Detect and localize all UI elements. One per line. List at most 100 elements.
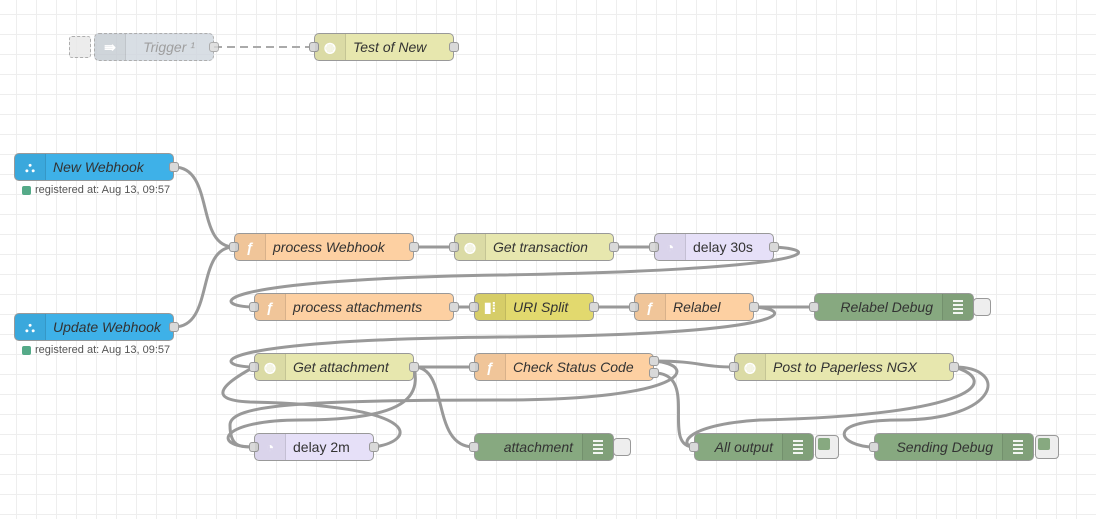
process-attachments-node[interactable]: ƒ process attachments [249, 293, 459, 321]
test-of-new-input-port[interactable] [309, 42, 319, 52]
delay-2m-input-port[interactable] [249, 442, 259, 452]
sending-debug-label: Sending Debug [896, 439, 993, 455]
process-attachments-input-port[interactable] [249, 302, 259, 312]
new-webhook-status: registered at: Aug 13, 09:57 [22, 184, 170, 196]
process-attachments-output-port[interactable] [449, 302, 459, 312]
uri-split-node[interactable]: ▮⁞ URI Split [469, 293, 599, 321]
debug-list-icon [1002, 434, 1033, 460]
relabel-debug-label: Relabel Debug [840, 299, 933, 315]
test-of-new-node[interactable]: ◍ Test of New [309, 33, 459, 61]
status-dot [22, 345, 31, 355]
status-dot [22, 185, 31, 195]
globe-icon: ◍ [735, 354, 766, 380]
check-status-code-label: Check Status Code [513, 359, 634, 375]
delay-30s-input-port[interactable] [649, 242, 659, 252]
get-attachment-label: Get attachment [293, 359, 389, 375]
wire-post-to-all-output[interactable] [685, 365, 976, 449]
webhook-icon: ⛬ [15, 154, 46, 180]
update-webhook-label: Update Webhook [53, 319, 161, 335]
relabel-debug-node[interactable]: Relabel Debug [809, 293, 991, 321]
uri-split-output-port[interactable] [589, 302, 599, 312]
wire-delay-to-process-attachments[interactable] [229, 245, 800, 309]
function-icon: ƒ [475, 354, 506, 380]
debug-list-icon [942, 294, 973, 320]
update-webhook-status: registered at: Aug 13, 09:57 [22, 344, 170, 356]
all-output-node[interactable]: All output [689, 433, 839, 461]
trigger-node[interactable]: ⇛ Trigger ¹ [69, 33, 219, 61]
new-webhook-output-port[interactable] [169, 162, 179, 172]
get-attachment-input-port[interactable] [249, 362, 259, 372]
wire-relabel-to-get-attachment[interactable] [229, 305, 776, 369]
wire-delay2m-loop[interactable] [221, 365, 402, 449]
all-output-input-port[interactable] [689, 442, 699, 452]
wire-update-webhook[interactable] [173, 245, 235, 329]
get-attachment-node[interactable]: ◍ Get attachment [249, 353, 419, 381]
relabel-output-port[interactable] [749, 302, 759, 312]
all-output-toggle[interactable] [815, 435, 839, 459]
relabel-label: Relabel [673, 299, 721, 315]
get-attachment-output-port[interactable] [409, 362, 419, 372]
relabel-node[interactable]: ƒ Relabel [629, 293, 759, 321]
post-paperless-node[interactable]: ◍ Post to Paperless NGX [729, 353, 959, 381]
relabel-debug-input-port[interactable] [809, 302, 819, 312]
globe-icon: ◍ [455, 234, 486, 260]
post-paperless-label: Post to Paperless NGX [773, 359, 917, 375]
wire-get-attachment-to-delay2m[interactable] [226, 366, 417, 449]
sending-debug-input-port[interactable] [869, 442, 879, 452]
process-webhook-node[interactable]: ƒ process Webhook [229, 233, 419, 261]
sending-debug-node[interactable]: Sending Debug [869, 433, 1059, 461]
new-webhook-node[interactable]: ⛬ New Webhook [14, 153, 179, 181]
delay-2m-node[interactable]: ◔ delay 2m [249, 433, 379, 461]
wire-get-attachment-to-attachment[interactable] [413, 365, 475, 449]
wire-check-to-delay2m[interactable] [228, 359, 679, 449]
attachment-toggle[interactable] [613, 438, 631, 456]
update-webhook-status-text: registered at: Aug 13, 09:57 [35, 344, 171, 356]
check-status-code-output-port-1[interactable] [649, 356, 659, 366]
check-status-code-input-port[interactable] [469, 362, 479, 372]
process-webhook-label: process Webhook [273, 239, 385, 255]
check-status-code-output-port-2[interactable] [649, 368, 659, 378]
link-out-icon: ⇛ [95, 34, 126, 60]
all-output-label: All output [714, 439, 773, 455]
get-transaction-input-port[interactable] [449, 242, 459, 252]
globe-icon: ◍ [315, 34, 346, 60]
test-of-new-output-port[interactable] [449, 42, 459, 52]
webhook-icon: ⛬ [15, 314, 46, 340]
wire-check-to-all-output[interactable] [653, 371, 695, 449]
trigger-output-port[interactable] [209, 42, 219, 52]
attachment-node[interactable]: attachment [469, 433, 631, 461]
uri-split-input-port[interactable] [469, 302, 479, 312]
delay-30s-node[interactable]: ◔ delay 30s [649, 233, 779, 261]
post-paperless-output-port[interactable] [949, 362, 959, 372]
debug-list-icon [782, 434, 813, 460]
attachment-input-port[interactable] [469, 442, 479, 452]
sending-debug-toggle[interactable] [1035, 435, 1059, 459]
get-transaction-output-port[interactable] [609, 242, 619, 252]
wire-post-to-sending-debug[interactable] [842, 365, 990, 449]
delay-2m-output-port[interactable] [369, 442, 379, 452]
function-icon: ƒ [235, 234, 266, 260]
process-attachments-label: process attachments [293, 299, 423, 315]
trigger-label: Trigger ¹ [143, 39, 195, 55]
test-of-new-label: Test of New [353, 39, 427, 55]
wire-check-to-post[interactable] [653, 359, 735, 369]
function-icon: ƒ [635, 294, 666, 320]
check-status-code-node[interactable]: ƒ Check Status Code [469, 353, 659, 381]
wire-new-webhook[interactable] [173, 165, 235, 249]
process-webhook-output-port[interactable] [409, 242, 419, 252]
timer-icon: ◔ [255, 434, 286, 460]
trigger-input-port[interactable] [69, 36, 91, 58]
new-webhook-status-text: registered at: Aug 13, 09:57 [35, 184, 171, 196]
delay-30s-output-port[interactable] [769, 242, 779, 252]
update-webhook-output-port[interactable] [169, 322, 179, 332]
process-webhook-input-port[interactable] [229, 242, 239, 252]
post-paperless-input-port[interactable] [729, 362, 739, 372]
update-webhook-node[interactable]: ⛬ Update Webhook [14, 313, 179, 341]
get-transaction-node[interactable]: ◍ Get transaction [449, 233, 619, 261]
delay-2m-label: delay 2m [293, 439, 350, 455]
relabel-input-port[interactable] [629, 302, 639, 312]
debug-list-icon [582, 434, 613, 460]
attachment-label: attachment [503, 439, 573, 455]
relabel-debug-toggle[interactable] [973, 298, 991, 316]
